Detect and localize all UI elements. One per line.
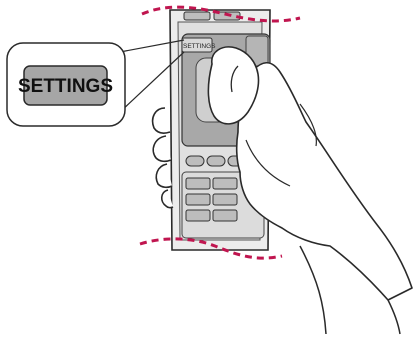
left-hand	[153, 108, 173, 208]
remote-settings-button[interactable]: SETTINGS	[182, 38, 216, 52]
callout-settings-label: SETTINGS	[18, 76, 113, 97]
remote-settings-label: SETTINGS	[183, 43, 216, 50]
callout-bubble: SETTINGS	[7, 43, 125, 126]
